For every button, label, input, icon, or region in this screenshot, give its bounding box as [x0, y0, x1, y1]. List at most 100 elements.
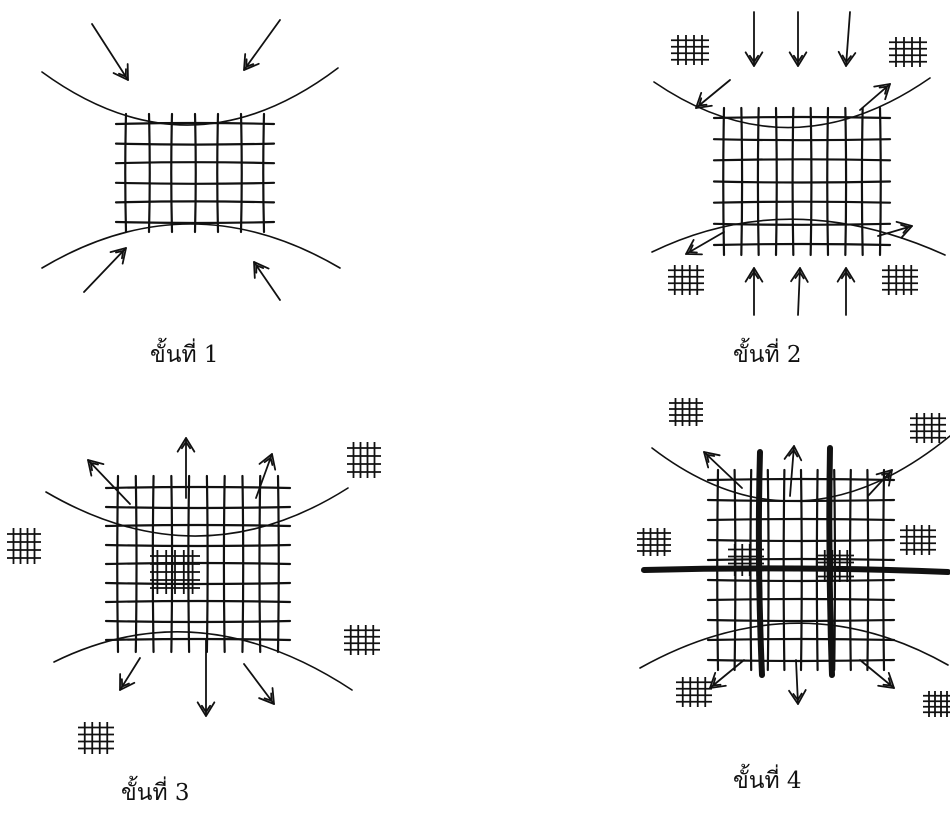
- lower-boundary-curve: [41, 223, 341, 269]
- mesh-patch: [676, 677, 712, 707]
- mesh-weft-line: [104, 619, 292, 624]
- center-mesh: [114, 112, 276, 234]
- mesh-patch: [671, 35, 709, 65]
- mesh-patch: [150, 550, 200, 594]
- lower-boundary-curve: [639, 622, 949, 669]
- arrow: [685, 231, 725, 256]
- step-3-panel: [7, 437, 381, 754]
- mesh-patch: [7, 528, 41, 564]
- step-4-panel: [637, 398, 950, 717]
- arrow: [836, 267, 856, 316]
- mesh-weft-line: [114, 200, 276, 204]
- mesh-weft-line: [104, 505, 292, 510]
- upper-boundary-curve: [41, 67, 339, 126]
- mesh-patch: [818, 550, 854, 582]
- mesh-weft-line: [114, 220, 276, 225]
- mesh-weft-line: [706, 557, 896, 562]
- mesh-weft-line: [712, 158, 892, 162]
- mesh-warp-line: [124, 112, 128, 234]
- arrow: [744, 11, 764, 67]
- center-mesh: [104, 474, 292, 654]
- arrow: [788, 11, 808, 67]
- thick-vertical-line: [826, 445, 835, 678]
- mesh-weft-line: [114, 142, 276, 146]
- mesh-weft-line: [706, 517, 896, 522]
- step-1-caption: ขั้นที่ 1: [150, 342, 219, 368]
- mesh-patch: [668, 265, 704, 295]
- arrow: [867, 469, 893, 497]
- arrow: [783, 445, 803, 497]
- arrow: [859, 659, 895, 689]
- mesh-weft-line: [712, 115, 892, 120]
- mesh-patch: [889, 37, 927, 67]
- mesh-patch: [728, 544, 764, 576]
- mesh-warp-line: [170, 112, 174, 234]
- mesh-weft-line: [706, 578, 896, 583]
- mesh-weft-line: [706, 597, 896, 602]
- mesh-weft-line: [706, 637, 896, 642]
- arrow: [243, 663, 275, 705]
- arrow: [83, 247, 127, 293]
- mesh-patch: [347, 442, 381, 478]
- step-2-caption: ขั้นที่ 2: [733, 342, 802, 368]
- arrow: [744, 267, 764, 316]
- mesh-warp-line: [216, 112, 220, 234]
- arrow: [695, 79, 731, 109]
- arrow: [255, 453, 277, 499]
- mesh-weft-line: [114, 121, 276, 126]
- mesh-weft-line: [104, 523, 292, 528]
- mesh-weft-line: [712, 200, 892, 204]
- mesh-weft-line: [712, 242, 892, 247]
- arrow: [788, 659, 807, 705]
- arrow: [253, 261, 281, 301]
- step-1-panel: [41, 19, 341, 301]
- center-mesh: [712, 106, 892, 257]
- mesh-warp-line: [147, 112, 151, 234]
- lower-boundary-curve: [651, 218, 946, 256]
- mesh-patch: [882, 265, 918, 295]
- arrow: [119, 657, 141, 691]
- mesh-patch: [344, 625, 380, 655]
- mesh-weft-line: [712, 222, 892, 226]
- mesh-weft-line: [706, 618, 896, 623]
- mesh-weft-line: [712, 180, 892, 184]
- mesh-weft-line: [712, 138, 892, 142]
- arrow: [877, 220, 913, 239]
- arrow: [176, 437, 196, 499]
- mesh-patch: [910, 413, 946, 443]
- mesh-weft-line: [706, 538, 896, 543]
- upper-boundary-curve: [45, 487, 349, 537]
- arrow: [790, 267, 809, 316]
- mesh-weft-line: [706, 498, 896, 503]
- mesh-weft-line: [104, 543, 292, 548]
- arrow: [196, 639, 216, 717]
- mesh-patch: [923, 691, 950, 717]
- thick-horizontal-line: [641, 565, 950, 575]
- mesh-weft-line: [104, 599, 292, 604]
- arrow: [709, 659, 745, 689]
- mesh-weft-line: [706, 658, 896, 663]
- arrow: [91, 23, 129, 81]
- lower-boundary-curve: [53, 631, 353, 691]
- mesh-weft-line: [104, 637, 292, 642]
- upper-boundary-curve: [653, 77, 931, 129]
- mesh-weft-line: [114, 181, 276, 185]
- mesh-weft-line: [104, 581, 292, 586]
- mesh-patch: [900, 525, 936, 555]
- thick-vertical-line: [755, 449, 765, 678]
- mesh-weft-line: [104, 485, 292, 490]
- step-3-caption: ขั้นที่ 3: [121, 780, 190, 806]
- mesh-warp-line: [193, 112, 197, 234]
- arrow: [703, 451, 743, 489]
- step-2-panel: [651, 11, 946, 316]
- mesh-weft-line: [706, 477, 896, 482]
- arrow: [837, 11, 857, 67]
- arrow: [243, 19, 281, 71]
- arrow: [859, 83, 891, 111]
- mesh-patch: [669, 398, 703, 426]
- mesh-warp-line: [239, 112, 243, 234]
- step-4-caption: ขั้นที่ 4: [733, 768, 802, 794]
- mesh-patch: [78, 722, 114, 754]
